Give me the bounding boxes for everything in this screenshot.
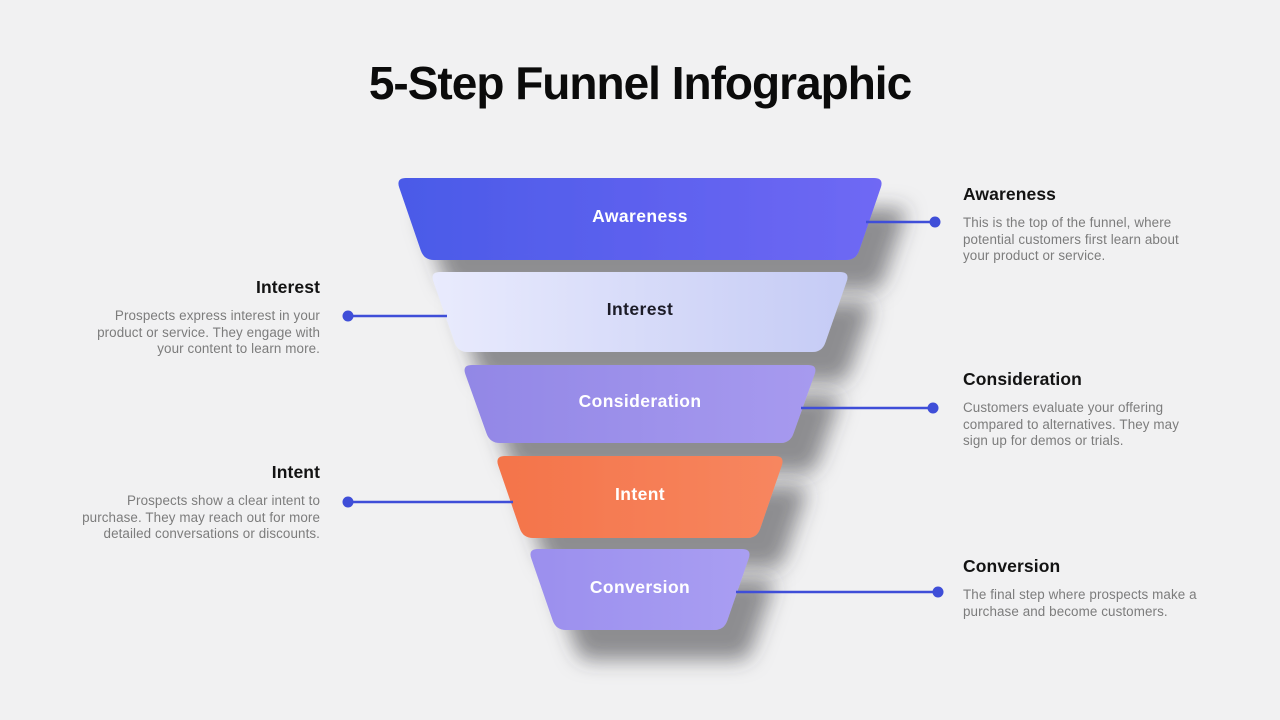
connector-dot (342, 496, 354, 508)
annotation-title: Consideration (963, 369, 1082, 389)
annotation-conversion: Conversion The final step where prospect… (963, 556, 1205, 620)
annotation-body: This is the top of the funnel, where pot… (963, 215, 1179, 264)
connector-dot (927, 402, 939, 414)
annotation-title: Awareness (963, 184, 1056, 204)
annotation-title: Intent (271, 462, 320, 482)
funnel-step-conversion (530, 549, 750, 630)
annotation-body: Prospects show a clear intent to purchas… (82, 493, 320, 542)
page-title: 5-Step Funnel Infographic (368, 57, 912, 109)
annotation-intent: Intent Prospects show a clear intent to … (76, 462, 320, 543)
annotation-title: Conversion (963, 556, 1061, 576)
connector-dot (342, 310, 354, 322)
annotation-body: The final step where prospects make a pu… (963, 587, 1197, 619)
annotation-awareness: Awareness This is the top of the funnel,… (963, 184, 1205, 265)
connector-dot (929, 216, 941, 228)
annotation-interest: Interest Prospects express interest in y… (86, 277, 320, 358)
annotation-title: Interest (255, 277, 320, 297)
funnel-step-interest (432, 272, 848, 352)
funnel-step-consideration (464, 365, 816, 443)
annotation-body: Prospects express interest in your produ… (97, 308, 320, 357)
annotation-consideration: Consideration Customers evaluate your of… (963, 369, 1205, 450)
funnel-step-intent (497, 456, 783, 538)
annotation-body: Customers evaluate your offering compare… (963, 400, 1180, 449)
connector-lines (342, 216, 944, 598)
funnel-step-awareness (398, 178, 882, 260)
connector-dot (932, 586, 944, 598)
